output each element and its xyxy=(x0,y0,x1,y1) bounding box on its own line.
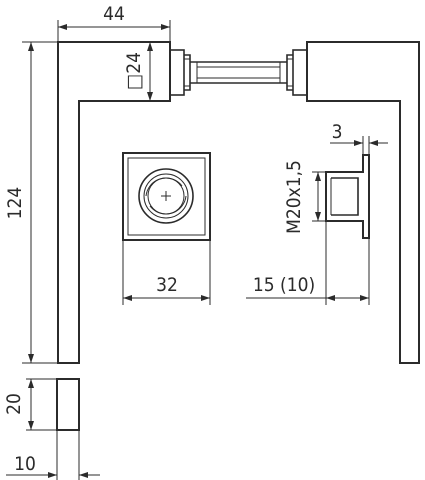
dim-label-thread: M20x1,5 xyxy=(283,160,305,234)
dim-section-height xyxy=(26,378,57,431)
dim-label-24: □24 xyxy=(123,52,145,90)
dim-label-10: 10 xyxy=(14,453,36,475)
rose-plate xyxy=(122,152,211,241)
dim-thread xyxy=(312,171,326,222)
threaded-sleeve xyxy=(325,154,370,239)
dim-label-124: 124 xyxy=(4,187,26,220)
dim-flange xyxy=(330,136,388,155)
dim-door-thickness xyxy=(246,221,370,305)
dim-rose-size xyxy=(147,42,153,101)
left-lever-outline xyxy=(57,41,171,364)
dim-label-15: 15 (10) xyxy=(253,274,315,296)
dim-plate-width xyxy=(122,240,211,305)
dim-label-20: 20 xyxy=(3,393,25,415)
dim-handle-width xyxy=(57,20,171,42)
dim-handle-height xyxy=(22,41,58,364)
dim-label-44: 44 xyxy=(103,3,125,25)
right-lever-outline xyxy=(306,41,420,364)
left-rose xyxy=(169,49,191,96)
spindle xyxy=(190,61,287,84)
dim-section-width xyxy=(6,430,100,480)
right-rose xyxy=(286,49,308,96)
dim-label-3: 3 xyxy=(332,121,343,143)
section-profile xyxy=(56,378,80,431)
dim-label-32: 32 xyxy=(156,274,178,296)
